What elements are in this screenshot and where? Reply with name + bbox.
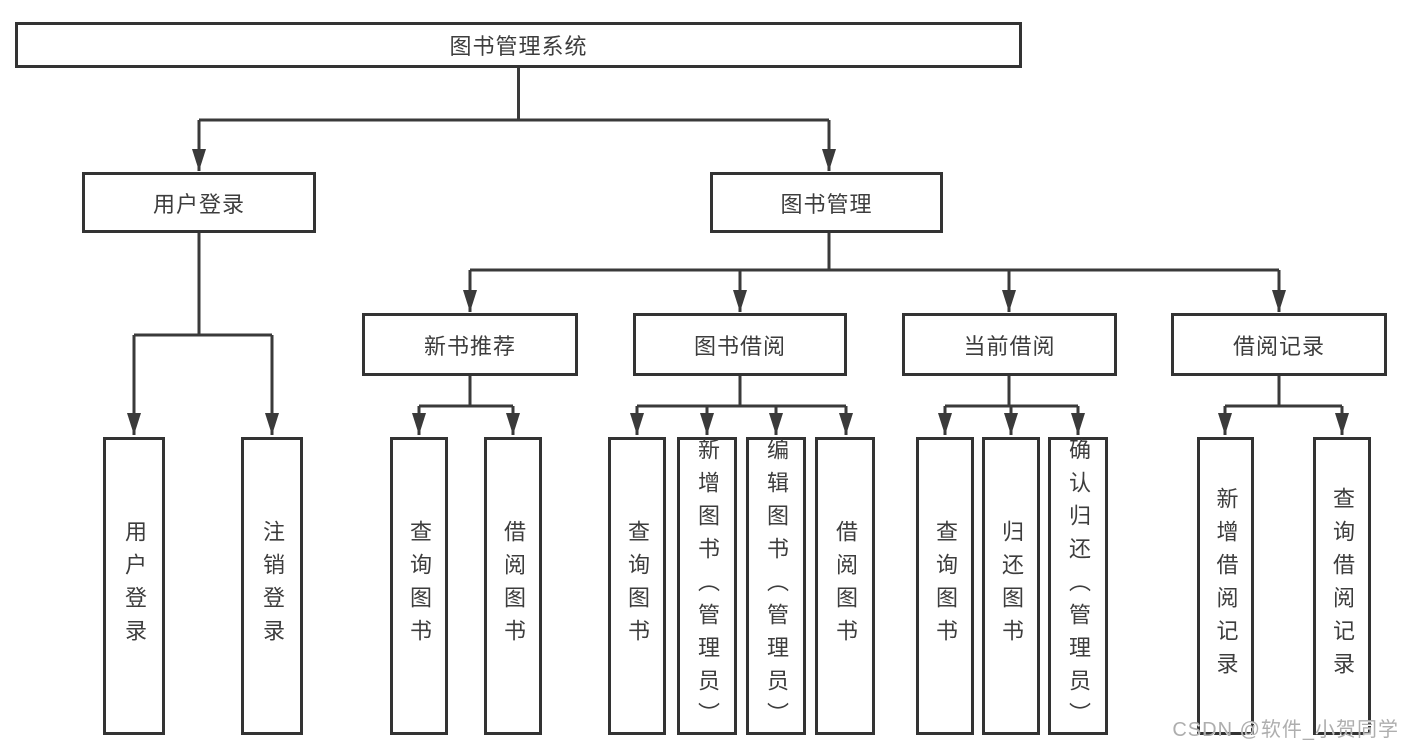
node-new-book-recommend: 新书推荐: [362, 313, 578, 376]
node-borrowing-records: 借阅记录: [1171, 313, 1387, 376]
leaf-cb-return-books: 归还图书: [982, 437, 1040, 735]
leaf-br-add-record-label: 新增借阅记录: [1213, 487, 1239, 685]
leaf-nb-borrow-books-label: 借阅图书: [501, 520, 526, 652]
leaf-cb-confirm-return-admin: 确认归还（管理员）: [1048, 437, 1108, 735]
leaf-cb-query-books: 查询图书: [916, 437, 974, 735]
leaf-bb-edit-books-admin-label: 编辑图书（管理员）: [764, 437, 789, 735]
leaf-bb-query-books: 查询图书: [608, 437, 666, 735]
leaf-bb-add-books-admin-label: 新增图书（管理员）: [695, 437, 720, 735]
leaf-br-query-record: 查询借阅记录: [1313, 437, 1371, 735]
node-current-borrowing: 当前借阅: [902, 313, 1117, 376]
csdn-watermark: CSDN @软件_小贺同学: [1172, 719, 1399, 741]
leaf-user-login-label: 用户登录: [122, 520, 147, 652]
leaf-nb-query-books-label: 查询图书: [407, 520, 432, 652]
leaf-cb-confirm-return-admin-label: 确认归还（管理员）: [1066, 437, 1091, 735]
leaf-bb-borrow-books-label: 借阅图书: [833, 520, 858, 652]
node-root-library-system: 图书管理系统: [15, 22, 1022, 68]
leaf-bb-query-books-label: 查询图书: [625, 520, 650, 652]
leaf-logout-label: 注销登录: [260, 520, 285, 652]
leaf-nb-borrow-books: 借阅图书: [484, 437, 542, 735]
leaf-cb-query-books-label: 查询图书: [933, 520, 958, 652]
leaf-br-add-record: 新增借阅记录: [1197, 437, 1254, 735]
leaf-logout: 注销登录: [241, 437, 303, 735]
leaf-cb-return-books-label: 归还图书: [999, 520, 1024, 652]
node-book-management: 图书管理: [710, 172, 943, 233]
node-book-borrowing: 图书借阅: [633, 313, 847, 376]
leaf-bb-borrow-books: 借阅图书: [815, 437, 875, 735]
leaf-br-query-record-label: 查询借阅记录: [1330, 487, 1355, 685]
leaf-nb-query-books: 查询图书: [390, 437, 448, 735]
leaf-bb-add-books-admin: 新增图书（管理员）: [677, 437, 737, 735]
node-user-login: 用户登录: [82, 172, 316, 233]
leaf-user-login: 用户登录: [103, 437, 165, 735]
leaf-bb-edit-books-admin: 编辑图书（管理员）: [746, 437, 806, 735]
